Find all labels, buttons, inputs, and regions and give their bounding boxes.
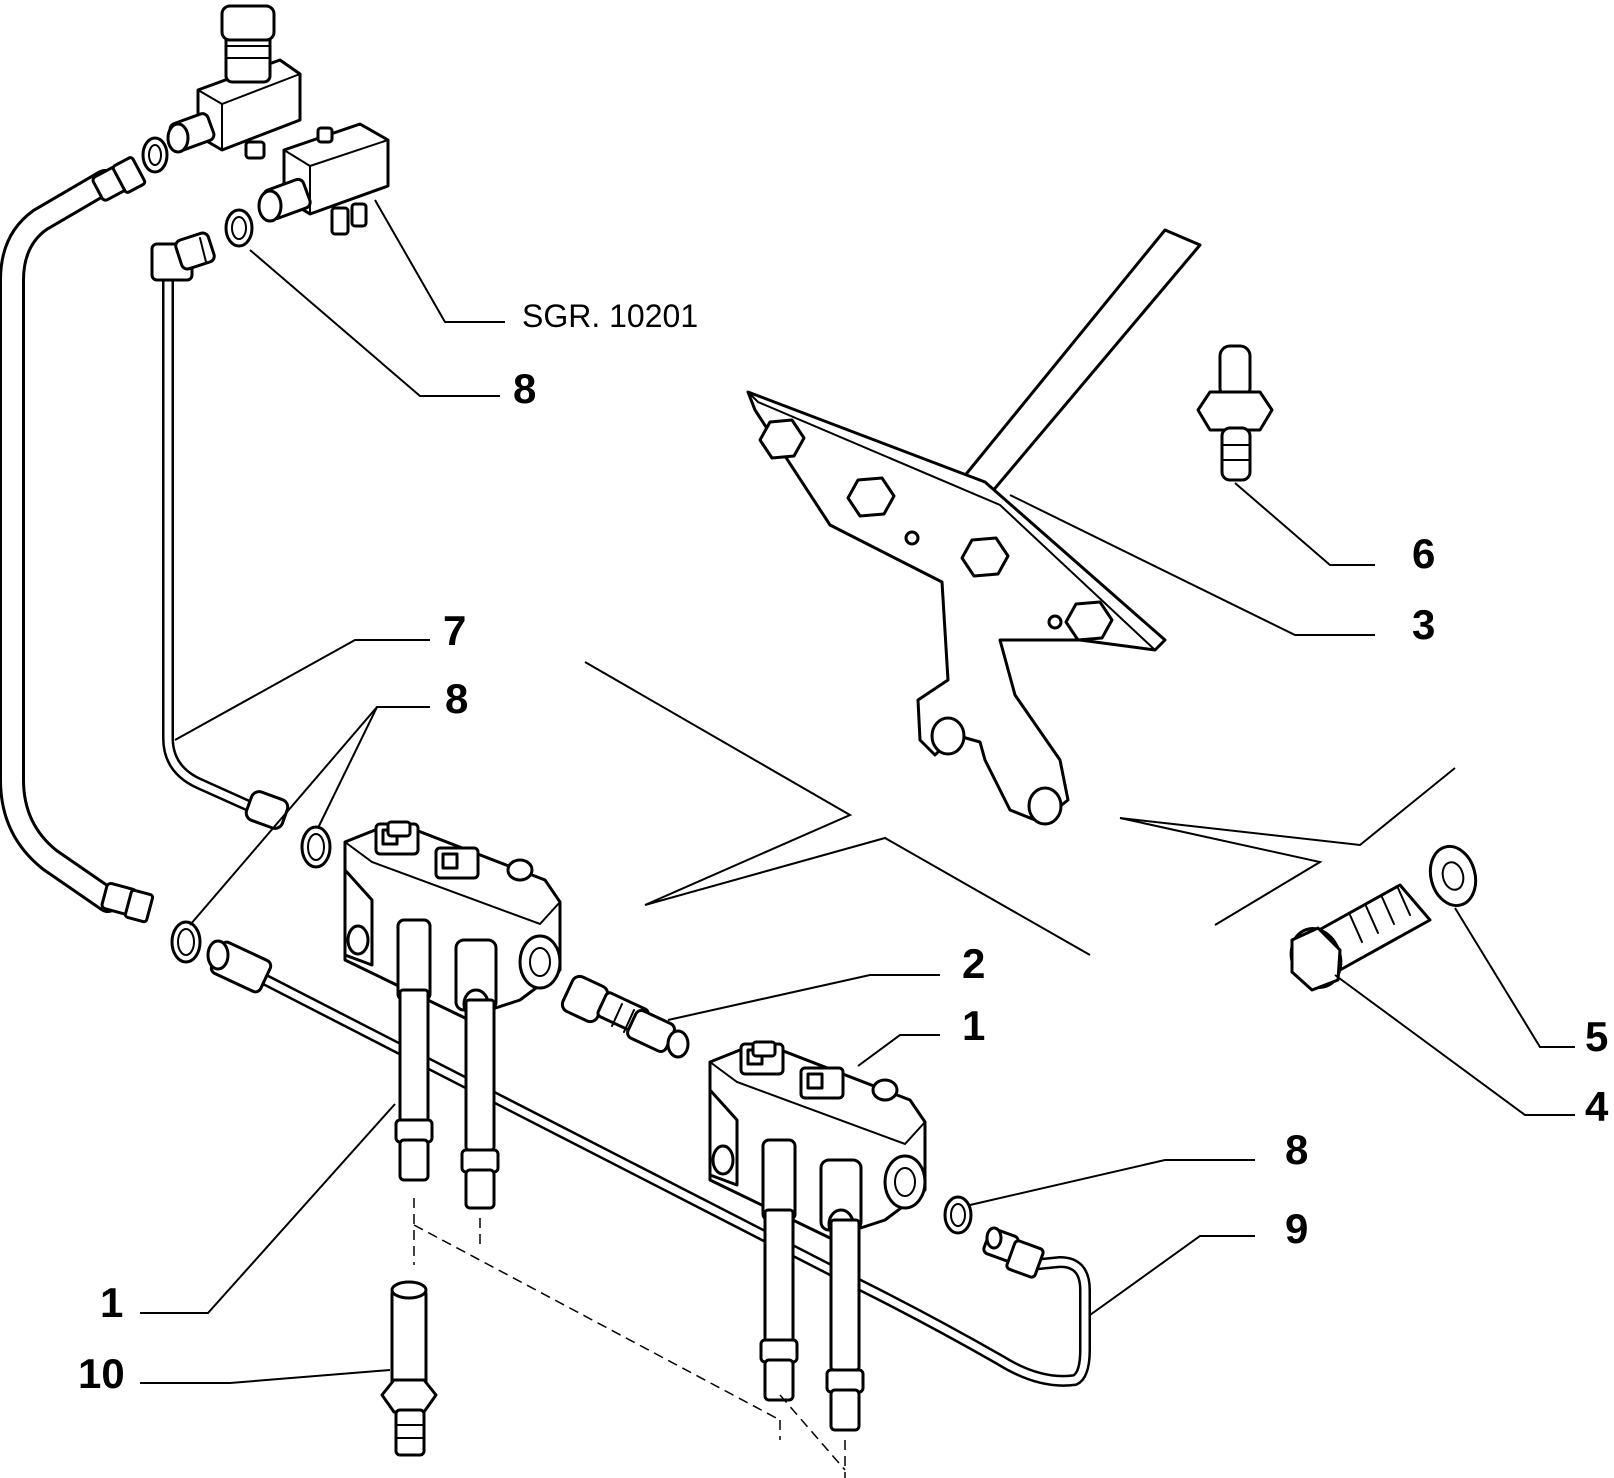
valve-block-lower [257,122,390,236]
leader-lines [140,199,1575,1384]
assembly-guide-lines [584,661,1456,956]
valve-block-upper [166,4,302,160]
flexible-hose [0,156,155,924]
callout-9: 9 [1285,1205,1308,1252]
callout-2: 2 [962,940,985,987]
mounting-bracket-3 [746,228,1202,826]
washer-5 [1428,844,1478,908]
pipe-7 [150,231,290,830]
callout-5: 5 [1585,1013,1608,1060]
hose-nipple-6 [1196,344,1274,482]
callout-10: 10 [78,1350,125,1397]
callout-8-right: 8 [1285,1126,1308,1173]
injector-rail-unit-right [708,1040,927,1432]
callout-3: 3 [1412,601,1435,648]
callout-4: 4 [1585,1083,1609,1130]
callout-labels: SGR. 10201 8 6 3 7 8 2 1 5 4 8 9 1 10 [78,298,1609,1397]
callout-8-mid: 8 [445,675,468,722]
callout-8-top: 8 [513,365,536,412]
callout-1-right: 1 [962,1002,985,1049]
pipe-9-union [982,1226,1045,1279]
ref-label-sgr: SGR. 10201 [522,298,698,334]
installation-axes [413,1198,846,1478]
pipe-9 [206,939,1091,1387]
hose-end-fitting-bottom [100,881,155,924]
injector-rail-unit-left [343,820,562,1210]
callout-1-left: 1 [100,1279,123,1326]
tube-10 [380,1280,438,1457]
callout-7: 7 [443,607,466,654]
hose-end-fitting-top [91,156,147,202]
callout-6: 6 [1412,530,1435,577]
seal-washers [141,136,973,1235]
bolt-4 [1289,883,1432,992]
connector-2 [560,974,690,1059]
